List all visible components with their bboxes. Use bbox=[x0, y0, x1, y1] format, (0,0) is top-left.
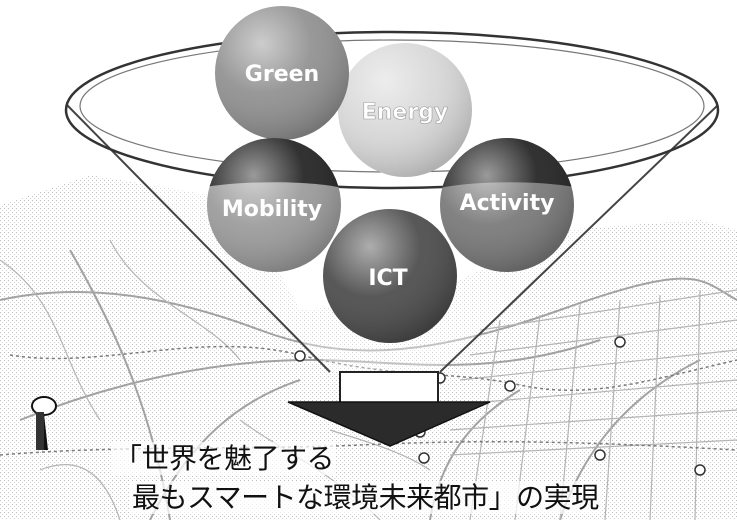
caption-line-1-text: 「世界を魅了する bbox=[112, 442, 337, 475]
green-label: Green bbox=[245, 62, 319, 87]
ict-circle: ICT bbox=[323, 209, 457, 343]
caption-line-1: 「世界を魅了する bbox=[0, 437, 737, 477]
caption-line-2-text: 最もスマートな環境未来都市」の実現 bbox=[130, 481, 601, 514]
ict-label: ICT bbox=[368, 266, 407, 291]
energy-label: Energy bbox=[362, 100, 449, 125]
activity-label: Activity bbox=[460, 191, 555, 216]
energy-circle: Energy bbox=[338, 43, 472, 177]
down-arrow-icon bbox=[287, 371, 491, 447]
location-pin-icon bbox=[31, 396, 57, 450]
mobility-circle: Mobility bbox=[207, 138, 341, 272]
caption-line-2: 最もスマートな環境未来都市」の実現 bbox=[0, 476, 737, 516]
green-circle: Green bbox=[215, 6, 349, 140]
mobility-label: Mobility bbox=[222, 197, 322, 222]
